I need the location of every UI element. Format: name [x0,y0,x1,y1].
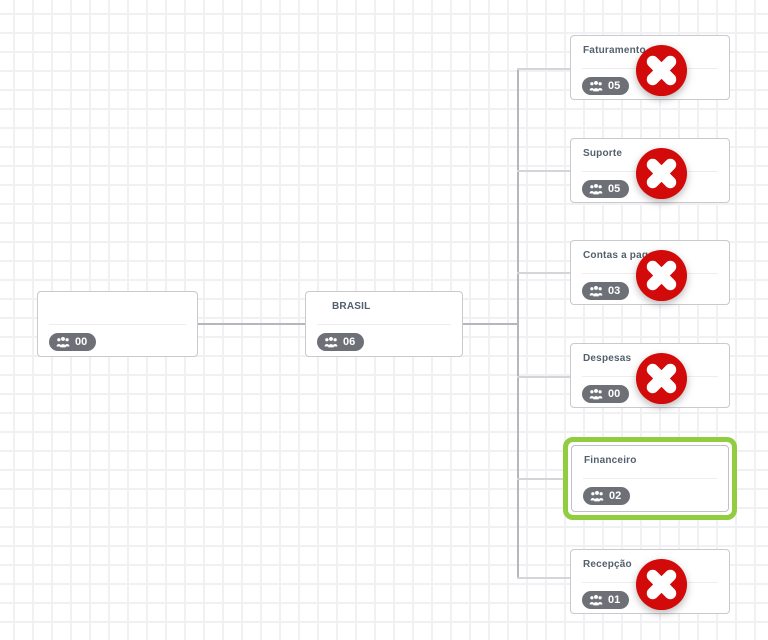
member-count: 02 [609,490,622,502]
member-count: 00 [75,336,88,348]
connector-branch-suporte [517,170,570,172]
node-title: Suporte [583,148,623,159]
connector-trunk [517,68,519,579]
users-icon [56,336,70,348]
users-icon [589,183,603,195]
member-count-badge: 00 [582,385,630,403]
users-icon [589,388,603,400]
member-count-badge: 01 [582,591,630,609]
org-node-brasil[interactable]: BRASIL 06 [305,291,463,357]
node-title: BRASIL [332,301,371,312]
delete-x-icon [635,352,688,405]
member-count-badge: 06 [317,333,365,351]
users-icon [589,285,603,297]
member-count: 05 [608,183,621,195]
node-title: Financeiro [584,455,637,466]
connector-branch-financeiro [517,478,563,480]
member-count: 03 [608,285,621,297]
delete-x-icon [635,44,688,97]
member-count: 01 [608,594,621,606]
users-icon [324,336,338,348]
node-title: Faturamento [583,45,646,56]
users-icon [589,594,603,606]
delete-node-button[interactable] [635,249,688,302]
node-divider [49,324,186,325]
org-node-despesas[interactable]: Despesas 00 [570,343,730,408]
connector-branch-recepcao [517,577,570,579]
member-count-badge: 05 [582,77,630,95]
node-title: Despesas [583,353,632,364]
delete-node-button[interactable] [635,147,688,200]
member-count-badge: 05 [582,180,630,198]
org-node-contas-a-pagar[interactable]: Contas a pagar 03 [570,240,730,305]
node-title: Recepção [583,559,632,570]
delete-x-icon [635,558,688,611]
org-node-faturamento[interactable]: Faturamento 05 [570,35,730,100]
connector-branch-despesas [517,376,570,378]
selected-node-highlight: Financeiro 02 [563,437,737,520]
member-count-badge: 02 [583,487,631,505]
member-count: 05 [608,80,621,92]
delete-x-icon [635,249,688,302]
users-icon [589,80,603,92]
org-node-financeiro[interactable]: Financeiro 02 [571,445,729,512]
node-divider [583,478,717,479]
org-node-root[interactable]: 00 [37,291,198,357]
member-count-badge: 03 [582,282,630,300]
org-node-suporte[interactable]: Suporte 05 [570,138,730,203]
connector-root-brasil [198,323,305,325]
delete-node-button[interactable] [635,44,688,97]
connector-branch-contas [517,272,570,274]
org-node-recepcao[interactable]: Recepção 01 [570,549,730,614]
users-icon [590,490,604,502]
node-divider [317,324,451,325]
connector-brasil-trunk [463,323,517,325]
member-count: 00 [608,388,621,400]
member-count: 06 [343,336,356,348]
delete-node-button[interactable] [635,558,688,611]
connector-branch-faturamento [517,68,570,70]
node-title: Contas a pagar [583,250,659,261]
member-count-badge: 00 [49,333,97,351]
delete-node-button[interactable] [635,352,688,405]
delete-x-icon [635,147,688,200]
